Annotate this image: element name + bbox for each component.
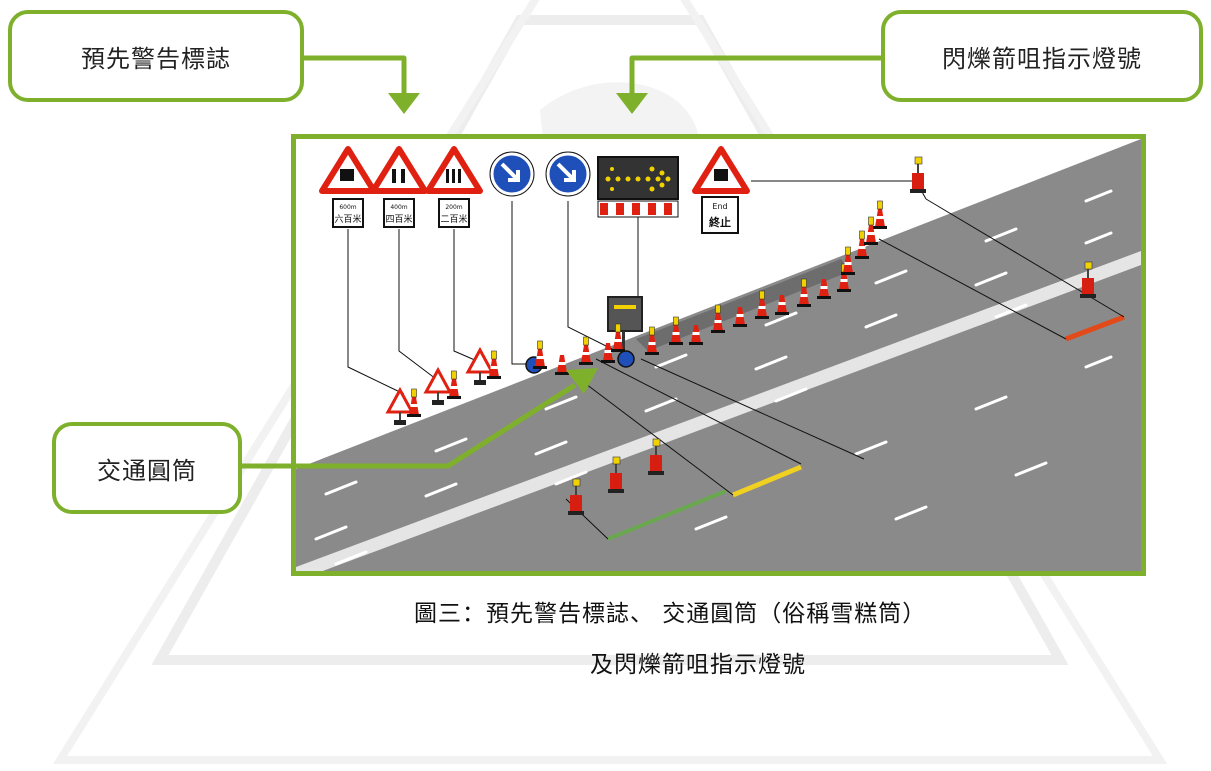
callout-warning-signs: 預先警告標誌 [8, 10, 304, 102]
end-sign-bottom-text: 終止 [709, 215, 731, 229]
arrow-to-arrow-board [629, 55, 881, 98]
warning-sign-roadworks: 600m 六百米 [319, 146, 377, 228]
flashing-arrow-board-sign [597, 156, 679, 218]
traffic-scene: 600m 六百米 400m 四百米 200m 二百米 [296, 139, 1141, 571]
keep-left-sign-2 [545, 151, 591, 197]
end-sign-top-text: End [712, 202, 727, 211]
arrow-to-warning-signs [304, 55, 407, 98]
sign-plate-3-text: 二百米 [440, 213, 467, 225]
road-arrow-board [607, 296, 643, 349]
arrow-head-board [616, 93, 648, 114]
keep-left-sign-1 [489, 151, 535, 197]
arrow-to-traffic-cones [242, 382, 577, 469]
callout-warning-signs-label: 預先警告標誌 [81, 44, 231, 73]
callout-arrow-board-label: 閃爍箭咀指示燈號 [942, 44, 1142, 73]
arrow-head-cones [566, 368, 598, 394]
callout-traffic-cones: 交通圓筒 [52, 422, 242, 514]
sign-plate-1-text: 六百米 [334, 213, 361, 225]
sign-plate-2-text: 四百米 [385, 213, 412, 225]
svg-text:400m: 400m [390, 204, 407, 211]
arrow-head-warning [388, 93, 420, 114]
figure-caption-line-1: 圖三：預先警告標誌、 交通圓筒（俗稱雪糕筒） [414, 601, 927, 627]
callout-arrow-board: 閃爍箭咀指示燈號 [881, 10, 1203, 102]
svg-text:200m: 200m [445, 204, 462, 211]
end-of-roadworks-sign: End 終止 [692, 146, 750, 234]
warning-sign-narrowing: 200m 二百米 [425, 146, 483, 228]
svg-text:600m: 600m [339, 204, 356, 211]
figure-caption-line-2: 及閃爍箭咀指示燈號 [590, 652, 806, 678]
traffic-scene-frame: 600m 六百米 400m 四百米 200m 二百米 [291, 134, 1146, 576]
callout-traffic-cones-label: 交通圓筒 [97, 456, 197, 485]
warning-sign-lane-closed: 400m 四百米 [370, 146, 428, 228]
